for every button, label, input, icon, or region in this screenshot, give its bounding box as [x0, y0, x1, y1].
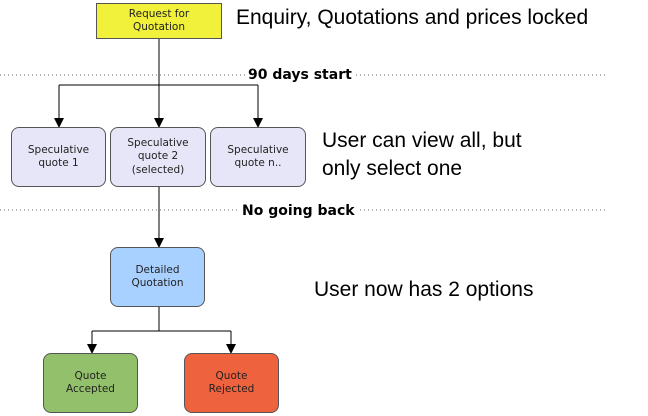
note-middle: User can view all, but only select one — [322, 129, 522, 180]
note-top: Enquiry, Quotations and prices locked — [236, 6, 589, 29]
node-quote-accepted-label: Quote Accepted — [66, 369, 115, 395]
node-request-for-quotation-label: Request for Quotation — [128, 7, 190, 33]
node-quote-rejected: Quote Rejected — [184, 353, 279, 413]
node-detailed-quotation-label: Detailed Quotation — [131, 263, 184, 289]
separator-label-90-days: 90 days start — [246, 67, 354, 83]
separator-label-no-going-back: No going back — [240, 203, 357, 219]
node-speculative-quote-n: Speculative quote n.. — [210, 127, 306, 187]
node-quote-rejected-label: Quote Rejected — [208, 369, 255, 395]
node-speculative-quote-2: Speculative quote 2 (selected) — [110, 127, 206, 187]
node-speculative-quote-1: Speculative quote 1 — [11, 127, 106, 187]
note-bottom: User now has 2 options — [314, 278, 534, 301]
node-request-for-quotation: Request for Quotation — [96, 3, 222, 39]
node-speculative-quote-1-label: Speculative quote 1 — [27, 143, 90, 169]
node-speculative-quote-2-label: Speculative quote 2 (selected) — [127, 137, 189, 176]
node-speculative-quote-n-label: Speculative quote n.. — [227, 143, 289, 169]
node-quote-accepted: Quote Accepted — [43, 353, 138, 413]
node-detailed-quotation: Detailed Quotation — [110, 247, 205, 307]
